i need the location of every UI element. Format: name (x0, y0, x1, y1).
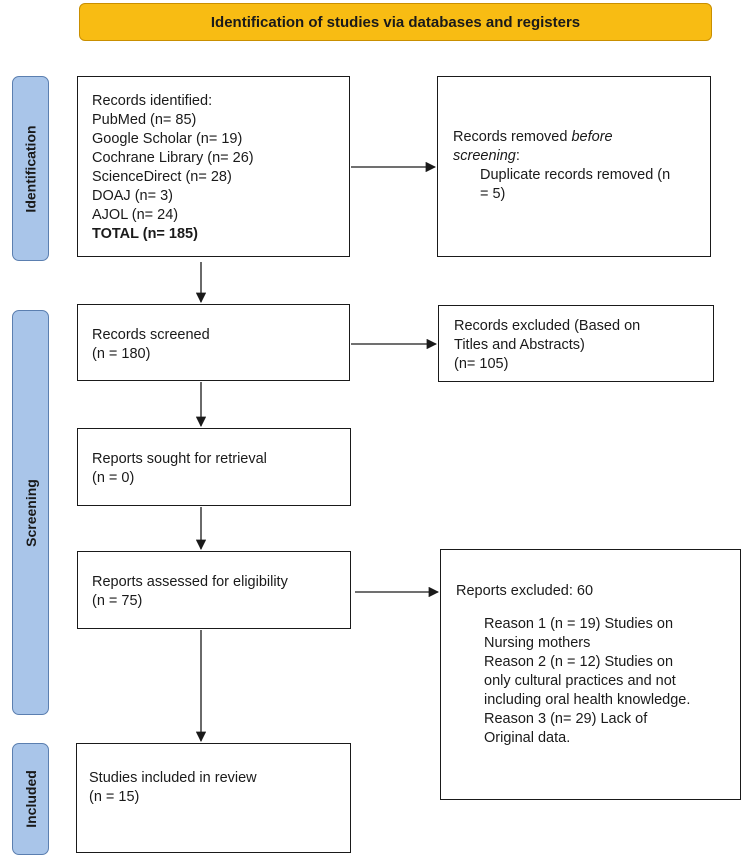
records-screened-line1: Records screened (92, 327, 210, 343)
source-sciencedirect: ScienceDirect (n= 28) (92, 169, 232, 185)
reason-2-line3: including oral health knowledge. (484, 692, 691, 708)
records-removed-prefix: Records removed (453, 129, 572, 145)
source-pubmed: PubMed (n= 85) (92, 112, 197, 128)
records-removed-colon: : (515, 148, 520, 164)
reason-1-line1: Reason 1 (n = 19) Studies on (484, 616, 674, 632)
header-title: Identification of studies via databases … (210, 13, 581, 31)
studies-included-line1: Studies included in review (89, 770, 257, 786)
reason-3-line1: Reason 3 (n= 29) Lack of (484, 711, 648, 727)
phase-screening: Screening (12, 310, 49, 715)
phase-included: Included (12, 743, 49, 855)
reports-assessed-line2: (n = 75) (92, 593, 143, 609)
source-ajol: AJOL (n= 24) (92, 207, 179, 223)
reports-excluded-box: Reports excluded: 60 Reason 1 (n = 19) S… (440, 549, 741, 800)
studies-included-box: Studies included in review (n = 15) (76, 743, 351, 853)
source-cochrane: Cochrane Library (n= 26) (92, 150, 254, 166)
duplicates-line2: = 5) (480, 186, 506, 202)
records-excluded-line1: Records excluded (Based on (454, 318, 641, 334)
reports-assessed-box: Reports assessed for eligibility (n = 75… (77, 551, 351, 629)
source-doaj: DOAJ (n= 3) (92, 188, 173, 204)
reason-2-line1: Reason 2 (n = 12) Studies on (484, 654, 674, 670)
records-removed-italic-before: before (571, 129, 613, 145)
source-google-scholar: Google Scholar (n= 19) (92, 131, 243, 147)
reason-2-line2: only cultural practices and not (484, 673, 676, 689)
records-excluded-line2: Titles and Abstracts) (454, 337, 585, 353)
records-screened-box: Records screened (n = 180) (77, 304, 350, 381)
records-total: TOTAL (n= 185) (92, 226, 198, 242)
records-identified-heading: Records identified: (92, 93, 213, 109)
records-excluded-box: Records excluded (Based on Titles and Ab… (438, 305, 714, 382)
reports-sought-box: Reports sought for retrieval (n = 0) (77, 428, 351, 506)
studies-included-line2: (n = 15) (89, 789, 140, 805)
records-excluded-line3: (n= 105) (454, 356, 509, 372)
reports-sought-line2: (n = 0) (92, 470, 135, 486)
records-screened-line2: (n = 180) (92, 346, 151, 362)
reports-sought-line1: Reports sought for retrieval (92, 451, 267, 467)
reports-excluded-heading: Reports excluded: 60 (456, 583, 594, 599)
records-removed-italic-screening: screening (453, 148, 516, 164)
records-removed-box: Records removed before screening: Duplic… (437, 76, 711, 257)
reports-assessed-line1: Reports assessed for eligibility (92, 574, 288, 590)
duplicates-line1: Duplicate records removed (n (480, 167, 671, 183)
phase-identification: Identification (12, 76, 49, 261)
header-banner: Identification of studies via databases … (79, 3, 712, 41)
reason-1-line2: Nursing mothers (484, 635, 591, 651)
reason-3-line2: Original data. (484, 730, 571, 746)
records-identified-box: Records identified: PubMed (n= 85) Googl… (77, 76, 350, 257)
